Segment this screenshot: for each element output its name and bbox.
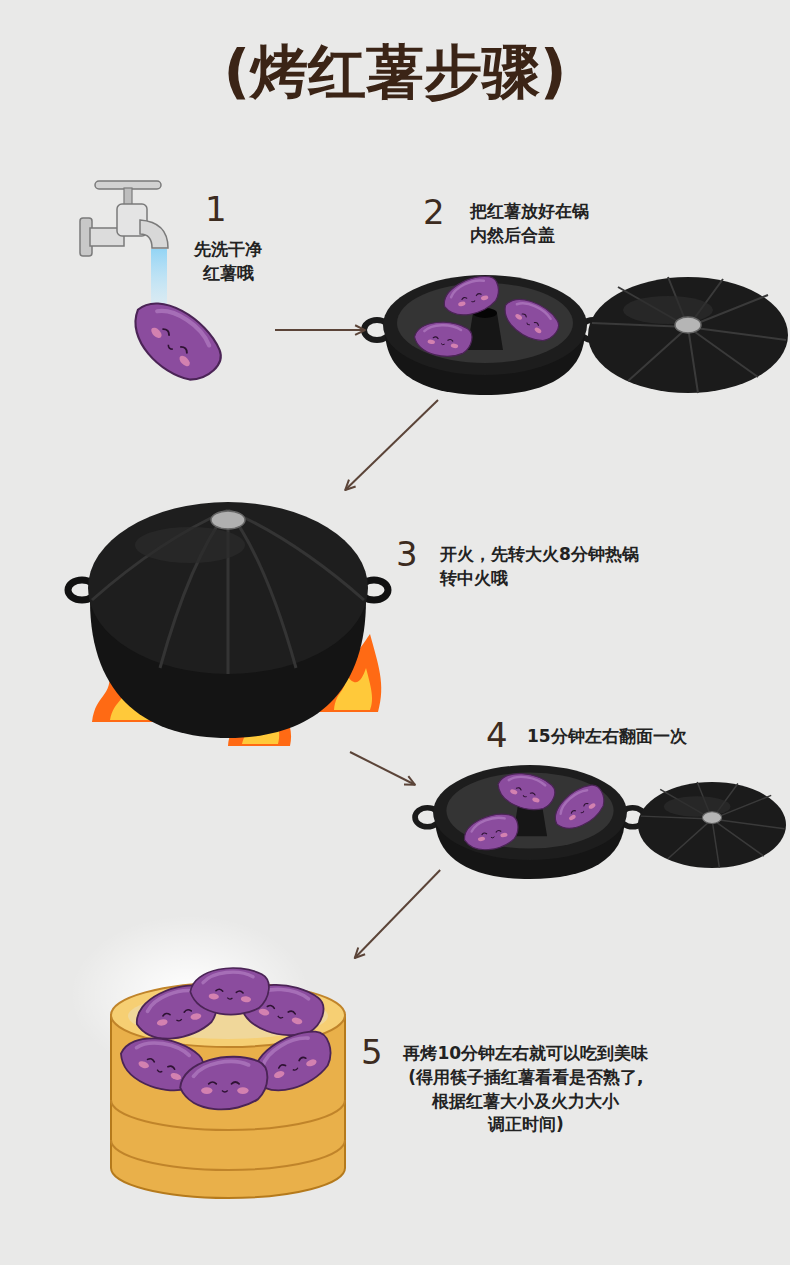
step-group: 4 15分钟左右翻面一次 <box>415 715 785 870</box>
sweet-potato <box>121 286 230 395</box>
open-pot <box>415 765 645 879</box>
arrow-head <box>345 480 355 490</box>
step-number: 2 <box>423 195 445 229</box>
pot-lid <box>588 277 788 393</box>
step-group: 5 再烤10分钟左右就可以吃到美味 (得用筷子插红薯看看是否熟了, 根据红薯大小及… <box>105 958 665 1200</box>
arrow-line <box>275 329 365 331</box>
sweet-potato <box>547 780 611 836</box>
step-group: 3 开火，先转大火8分钟热锅 转中火哦 <box>65 490 665 752</box>
flow-arrow <box>275 325 365 335</box>
flow-arrow <box>345 400 438 490</box>
step-group: 2 把红薯放好在锅 内然后合盖 <box>365 188 787 400</box>
flow-arrow <box>355 870 440 958</box>
arrow-head <box>355 948 365 958</box>
step-text: 15分钟左右翻面一次 <box>527 725 687 749</box>
page-title: (烤红薯步骤) <box>0 38 790 108</box>
flow-arrow <box>350 752 415 785</box>
sweet-potato <box>439 272 503 320</box>
step-text: 再烤10分钟左右就可以吃到美味 (得用筷子插红薯看看是否熟了, 根据红薯大小及火… <box>400 1042 652 1137</box>
closed-pot <box>68 502 388 738</box>
pot-lid <box>638 782 786 868</box>
arrow-head <box>404 776 415 785</box>
sweet-potato <box>493 765 558 817</box>
sweet-potato <box>180 1057 267 1110</box>
arrow-line <box>355 870 440 958</box>
step-number: 4 <box>486 718 508 752</box>
sweet-potato <box>189 964 271 1018</box>
arrow-line <box>350 752 415 785</box>
step-text: 把红薯放好在锅 内然后合盖 <box>470 200 599 248</box>
sweet-potato <box>461 811 521 853</box>
step-number: 3 <box>396 537 418 571</box>
step-text: 先洗干净 红薯哦 <box>189 238 267 286</box>
faucet <box>80 181 168 256</box>
arrow-line <box>345 400 438 490</box>
step-number: 1 <box>205 192 227 226</box>
arrow-head <box>355 325 365 335</box>
step-group: 1 先洗干净 红薯哦 <box>75 170 275 395</box>
sweet-potato <box>412 317 474 361</box>
sweet-potato <box>497 289 563 350</box>
step-number: 5 <box>361 1035 383 1069</box>
water-stream <box>151 249 167 311</box>
step-text: 开火，先转大火8分钟热锅 转中火哦 <box>440 543 647 591</box>
